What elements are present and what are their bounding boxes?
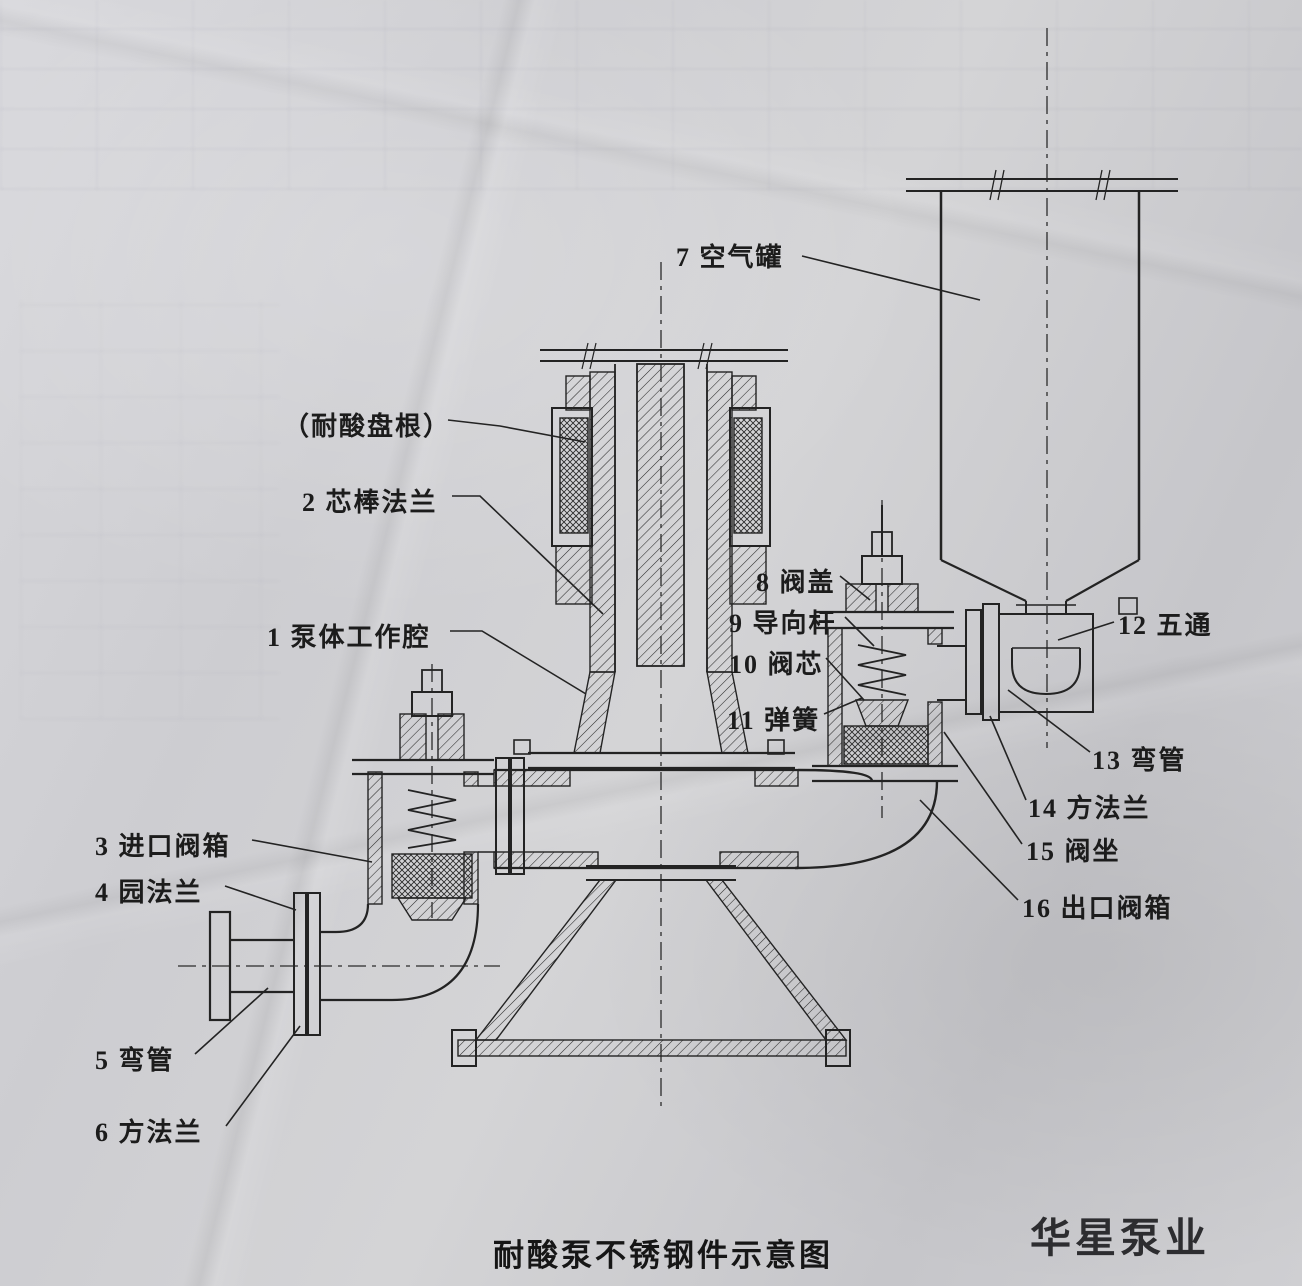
cone-base	[451, 865, 851, 1067]
brand-watermark: 华星泵业	[1030, 1215, 1210, 1261]
label-6-square-flange: 6 方法兰	[95, 1118, 203, 1147]
label-14-square-flange: 14 方法兰	[1028, 794, 1151, 823]
core-rod-flange	[555, 545, 593, 605]
five-way-fitting	[998, 597, 1138, 713]
label-2-core-rod-flange: 2 芯棒法兰	[302, 488, 438, 517]
inlet-valve-mesh	[391, 853, 473, 899]
valve-seat	[843, 725, 929, 765]
label-10-valve-core: 10 阀芯	[729, 650, 824, 679]
valve-spring	[857, 644, 907, 696]
label-8-valve-cover: 8 阀盖	[756, 568, 836, 597]
label-5-bend-pipe: 5 弯管	[95, 1046, 175, 1075]
plunger-rod	[636, 363, 685, 667]
label-7-air-tank: 7 空气罐	[676, 243, 784, 272]
square-flange-6	[293, 892, 307, 1036]
label-12-five-way: 12 五通	[1118, 611, 1213, 640]
inlet-side-flange-pair	[495, 757, 525, 875]
valve-bonnet	[845, 583, 877, 613]
air-tank	[906, 169, 1178, 614]
label-acid-packing: （耐酸盘根）	[283, 412, 452, 441]
outlet-square-flange	[937, 603, 1000, 721]
valve-core	[854, 699, 910, 727]
acid-packing	[559, 417, 589, 534]
label-16-outlet-box: 16 出口阀箱	[1022, 894, 1173, 923]
label-3-inlet-box: 3 进口阀箱	[95, 832, 231, 861]
label-9-guide-rod: 9 导向杆	[729, 609, 837, 638]
outlet-valve-box	[812, 505, 958, 783]
label-4-round-flange: 4 园法兰	[95, 878, 203, 907]
bend-pipe-13	[1011, 648, 1081, 696]
figure-caption: 耐酸泵不锈钢件示意图	[493, 1238, 833, 1273]
round-flange-4	[208, 910, 232, 1022]
label-15-valve-seat: 15 阀坐	[1026, 837, 1121, 866]
label-13-bend-pipe: 13 弯管	[1092, 746, 1187, 775]
inlet-spring	[407, 789, 457, 849]
outlet-elbow	[794, 768, 939, 870]
inlet-valve-box	[352, 669, 494, 921]
label-11-spring: 11 弹簧	[727, 706, 821, 735]
label-1-working-chamber: 1 泵体工作腔	[267, 623, 431, 652]
inlet-elbow-pipe	[208, 892, 480, 1036]
pump-body-tube	[478, 739, 799, 870]
plunger-cylinder	[540, 342, 788, 754]
leader-lines	[194, 255, 1115, 1127]
